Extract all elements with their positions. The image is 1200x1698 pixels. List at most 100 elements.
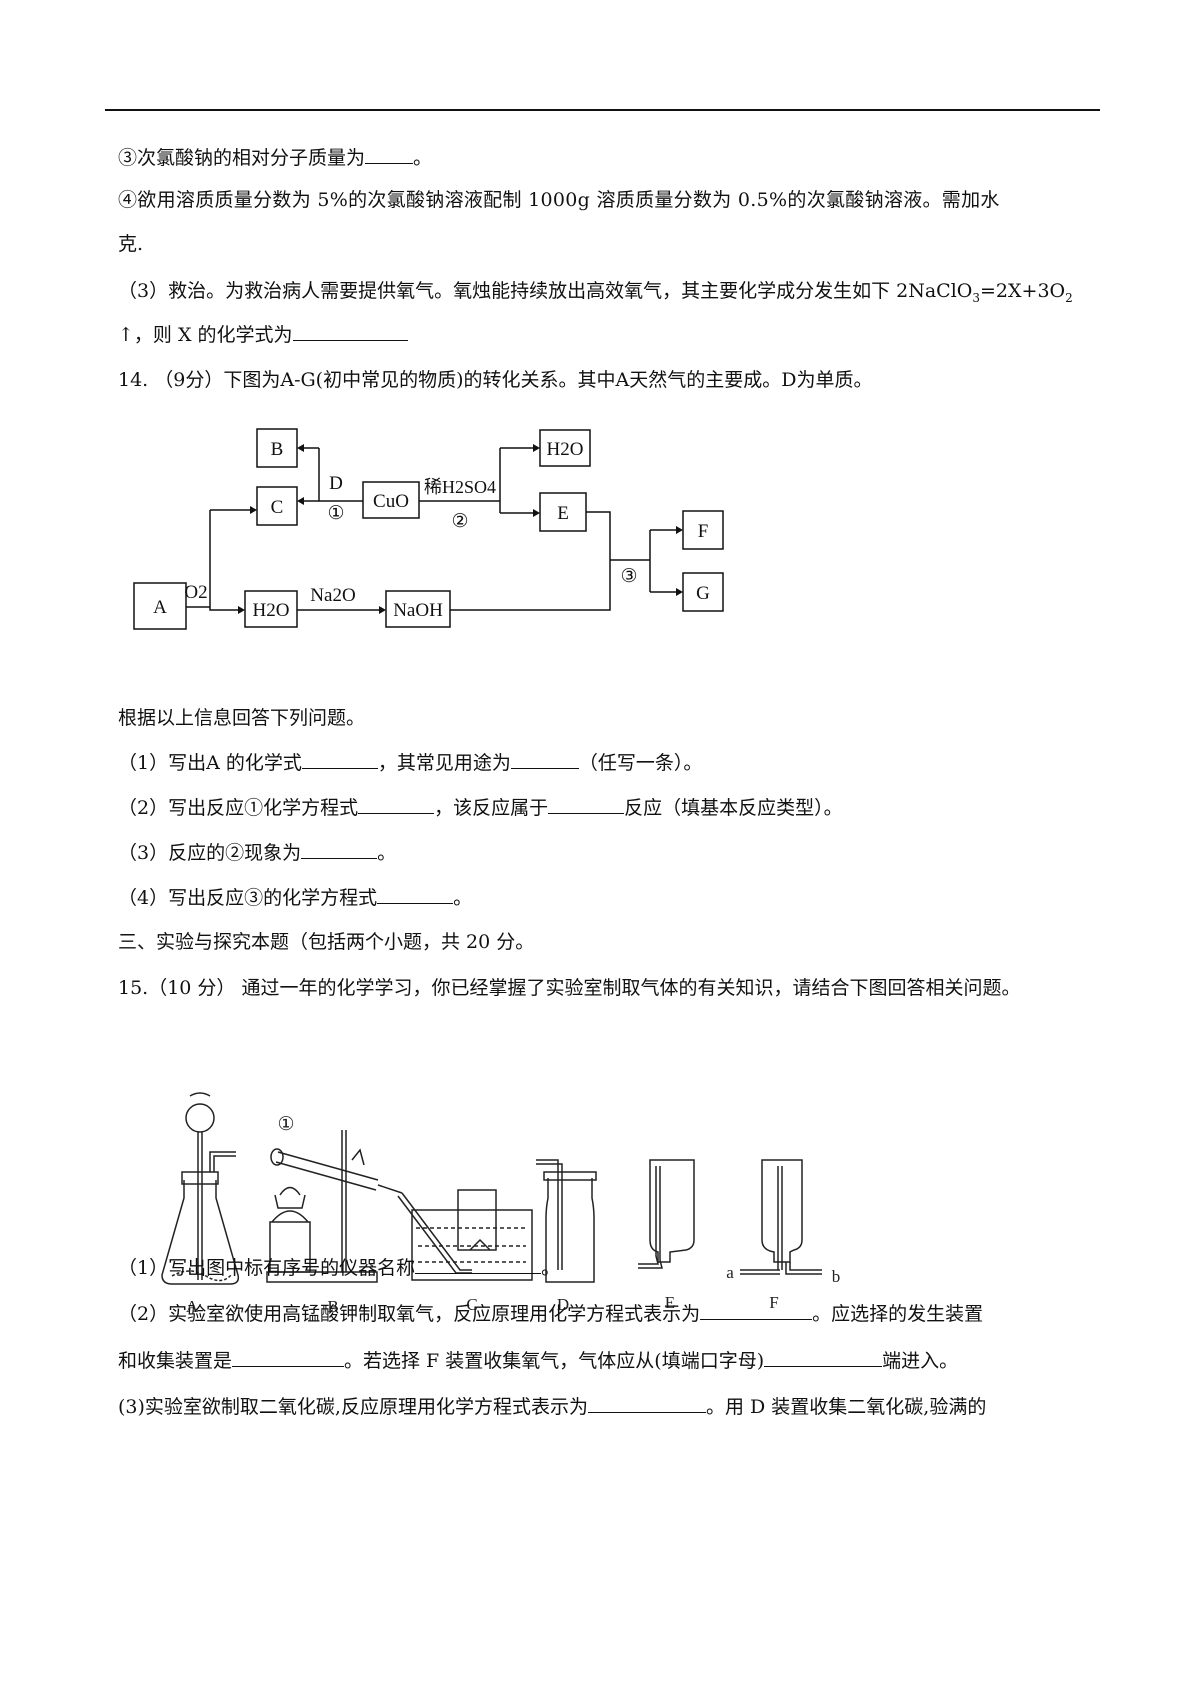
q14-part3: （3）反应的②现象为 。 bbox=[118, 838, 396, 867]
text: ↑，则 X 的化学式为 bbox=[118, 324, 293, 346]
text: ④欲用溶质质量分数为 5%的次氯酸钠溶液配制 1000g 溶质质量分数为 0.5… bbox=[118, 189, 1000, 211]
label-B: B bbox=[271, 439, 284, 460]
q14-part2: （2）写出反应①化学方程式 ，该反应属于 反应（填基本反应类型）。 bbox=[118, 793, 843, 822]
label-A: A bbox=[153, 597, 167, 618]
q15-part1: （1）写出图中标有序号的仪器名称 。 bbox=[118, 1253, 560, 1282]
label-CuO: CuO bbox=[373, 491, 409, 512]
apparatus-A bbox=[161, 1092, 240, 1285]
label-dilute-h2so4: 稀H2SO4 bbox=[424, 477, 496, 497]
q13-line-3: ③次氯酸钠的相对分子质量为 。 bbox=[118, 143, 432, 172]
answer-blank[interactable] bbox=[358, 793, 435, 814]
label-E: E bbox=[557, 503, 569, 524]
apparatus-figure: A B C D E F a b ① bbox=[161, 1092, 841, 1316]
transformation-diagram: A B C CuO H2O E F G H2O NaOH O2 D ① 稀H2S… bbox=[133, 428, 724, 630]
label-port-a: a bbox=[726, 1263, 734, 1282]
text: 。 bbox=[453, 887, 473, 909]
subscript: 2 bbox=[1065, 290, 1073, 305]
text: 。用 D 装置收集二氧化碳,验满的 bbox=[705, 1396, 987, 1418]
label-NaOH: NaOH bbox=[393, 600, 443, 621]
answer-blank[interactable] bbox=[548, 793, 625, 814]
text: （任写一条）。 bbox=[578, 752, 703, 774]
label-port-b: b bbox=[832, 1267, 841, 1286]
answer-blank[interactable] bbox=[587, 1392, 706, 1413]
label-G: G bbox=[696, 583, 710, 604]
text: 端进入。 bbox=[882, 1350, 959, 1372]
label-F: F bbox=[769, 1293, 778, 1312]
q14-intro: 根据以上信息回答下列问题。 bbox=[118, 704, 365, 732]
text: 。若选择 F 装置收集氧气，气体应从(填端口字母) bbox=[344, 1350, 765, 1372]
label-circle3: ③ bbox=[620, 566, 637, 587]
answer-blank[interactable] bbox=[292, 320, 408, 341]
subscript: 3 bbox=[972, 290, 981, 305]
answer-blank[interactable] bbox=[301, 838, 378, 859]
apparatus-C bbox=[411, 1189, 533, 1281]
text: 反应（填基本反应类型）。 bbox=[624, 797, 843, 819]
label-B: B bbox=[327, 1297, 338, 1316]
label-O2: O2 bbox=[184, 582, 207, 603]
text: ，该反应属于 bbox=[434, 797, 549, 819]
text: 。 bbox=[541, 1257, 561, 1279]
box-NaOH bbox=[385, 590, 451, 628]
text: =2X+3O bbox=[980, 280, 1066, 302]
q15-part3: (3)实验室欲制取二氧化碳,反应原理用化学方程式表示为 。用 D 装置收集二氧化碳… bbox=[118, 1392, 986, 1421]
answer-blank[interactable] bbox=[415, 1253, 542, 1274]
answer-blank[interactable] bbox=[365, 143, 414, 164]
text: 。应选择的发生装置 bbox=[812, 1303, 984, 1325]
apparatus-D bbox=[536, 1159, 597, 1283]
label-circle1: ① bbox=[277, 1114, 294, 1135]
text: （3）反应的②现象为 bbox=[118, 842, 302, 864]
label-circle2: ② bbox=[451, 511, 468, 532]
q13-line-5: （3）救治。为救治病人需要提供氧气。氧烛能持续放出高效氧气，其主要化学成分发生如… bbox=[118, 277, 1073, 312]
q13-line-6: ↑，则 X 的化学式为 bbox=[118, 320, 408, 349]
q13-line-4: ④欲用溶质质量分数为 5%的次氯酸钠溶液配制 1000g 溶质质量分数为 0.5… bbox=[118, 186, 1000, 214]
apparatus-F bbox=[740, 1159, 822, 1275]
answer-blank[interactable] bbox=[764, 1346, 883, 1367]
text: （3）救治。为救治病人需要提供氧气。氧烛能持续放出高效氧气，其主要化学成分发生如… bbox=[118, 280, 973, 302]
label-H2O-top: H2O bbox=[547, 439, 584, 460]
text: 。 bbox=[413, 147, 433, 169]
text: ，其常见用途为 bbox=[377, 752, 511, 774]
text: （1）写出A 的化学式 bbox=[118, 752, 302, 774]
text: (3)实验室欲制取二氧化碳,反应原理用化学方程式表示为 bbox=[118, 1396, 588, 1418]
label-F: F bbox=[698, 521, 709, 542]
text: 克. bbox=[118, 233, 144, 255]
answer-blank[interactable] bbox=[510, 748, 579, 769]
text: 15.（10 分） 通过一年的化学学习，你已经掌握了实验室制取气体的有关知识，请… bbox=[118, 977, 1021, 999]
q14-title: 14. （9分）下图为A-G(初中常见的物质)的转化关系。其中A天然气的主要成。… bbox=[118, 366, 872, 394]
answer-blank[interactable] bbox=[232, 1346, 345, 1367]
box-H2O-bottom bbox=[244, 590, 298, 628]
section-3-heading: 三、实验与探究本题（包括两个小题，共 20 分。 bbox=[118, 928, 534, 956]
text: 。 bbox=[377, 842, 397, 864]
text: 三、实验与探究本题（包括两个小题，共 20 分。 bbox=[118, 931, 535, 953]
label-E: E bbox=[665, 1293, 675, 1312]
header-rule bbox=[105, 109, 1100, 111]
label-Na2O: Na2O bbox=[310, 585, 355, 606]
text: （2）实验室欲使用高锰酸钾制取氧气，反应原理用化学方程式表示为 bbox=[118, 1303, 701, 1325]
label-D: D bbox=[557, 1295, 569, 1314]
label-circle1: ① bbox=[327, 503, 344, 524]
text: （1）写出图中标有序号的仪器名称 bbox=[118, 1257, 416, 1279]
text: （4）写出反应③的化学方程式 bbox=[118, 887, 378, 909]
answer-blank[interactable] bbox=[377, 883, 454, 904]
apparatus-E bbox=[638, 1159, 695, 1269]
text: 根据以上信息回答下列问题。 bbox=[118, 707, 366, 729]
q14-part1: （1）写出A 的化学式 ，其常见用途为 （任写一条）。 bbox=[118, 748, 702, 777]
box-A bbox=[133, 582, 187, 630]
text: （2）写出反应①化学方程式 bbox=[118, 797, 359, 819]
label-D: D bbox=[329, 473, 343, 494]
q13-line-4b: 克. bbox=[118, 230, 143, 258]
q15-part2: （2）实验室欲使用高锰酸钾制取氧气，反应原理用化学方程式表示为 。应选择的发生装置 bbox=[118, 1299, 983, 1328]
q15-part2-cont: 和收集装置是 。若选择 F 装置收集氧气，气体应从(填端口字母) 端进入。 bbox=[118, 1346, 958, 1375]
label-H2O-bottom: H2O bbox=[253, 600, 290, 621]
label-C: C bbox=[466, 1295, 477, 1314]
box-C bbox=[256, 486, 298, 526]
answer-blank[interactable] bbox=[700, 1299, 813, 1320]
label-C: C bbox=[271, 497, 284, 518]
text: 和收集装置是 bbox=[118, 1350, 233, 1372]
q15-title: 15.（10 分） 通过一年的化学学习，你已经掌握了实验室制取气体的有关知识，请… bbox=[118, 974, 1020, 1002]
text: 14. （9分）下图为A-G(初中常见的物质)的转化关系。其中A天然气的主要成。… bbox=[118, 369, 873, 391]
label-A: A bbox=[186, 1297, 199, 1316]
answer-blank[interactable] bbox=[301, 748, 378, 769]
text: ③次氯酸钠的相对分子质量为 bbox=[118, 147, 366, 169]
q14-part4: （4）写出反应③的化学方程式 。 bbox=[118, 883, 472, 912]
